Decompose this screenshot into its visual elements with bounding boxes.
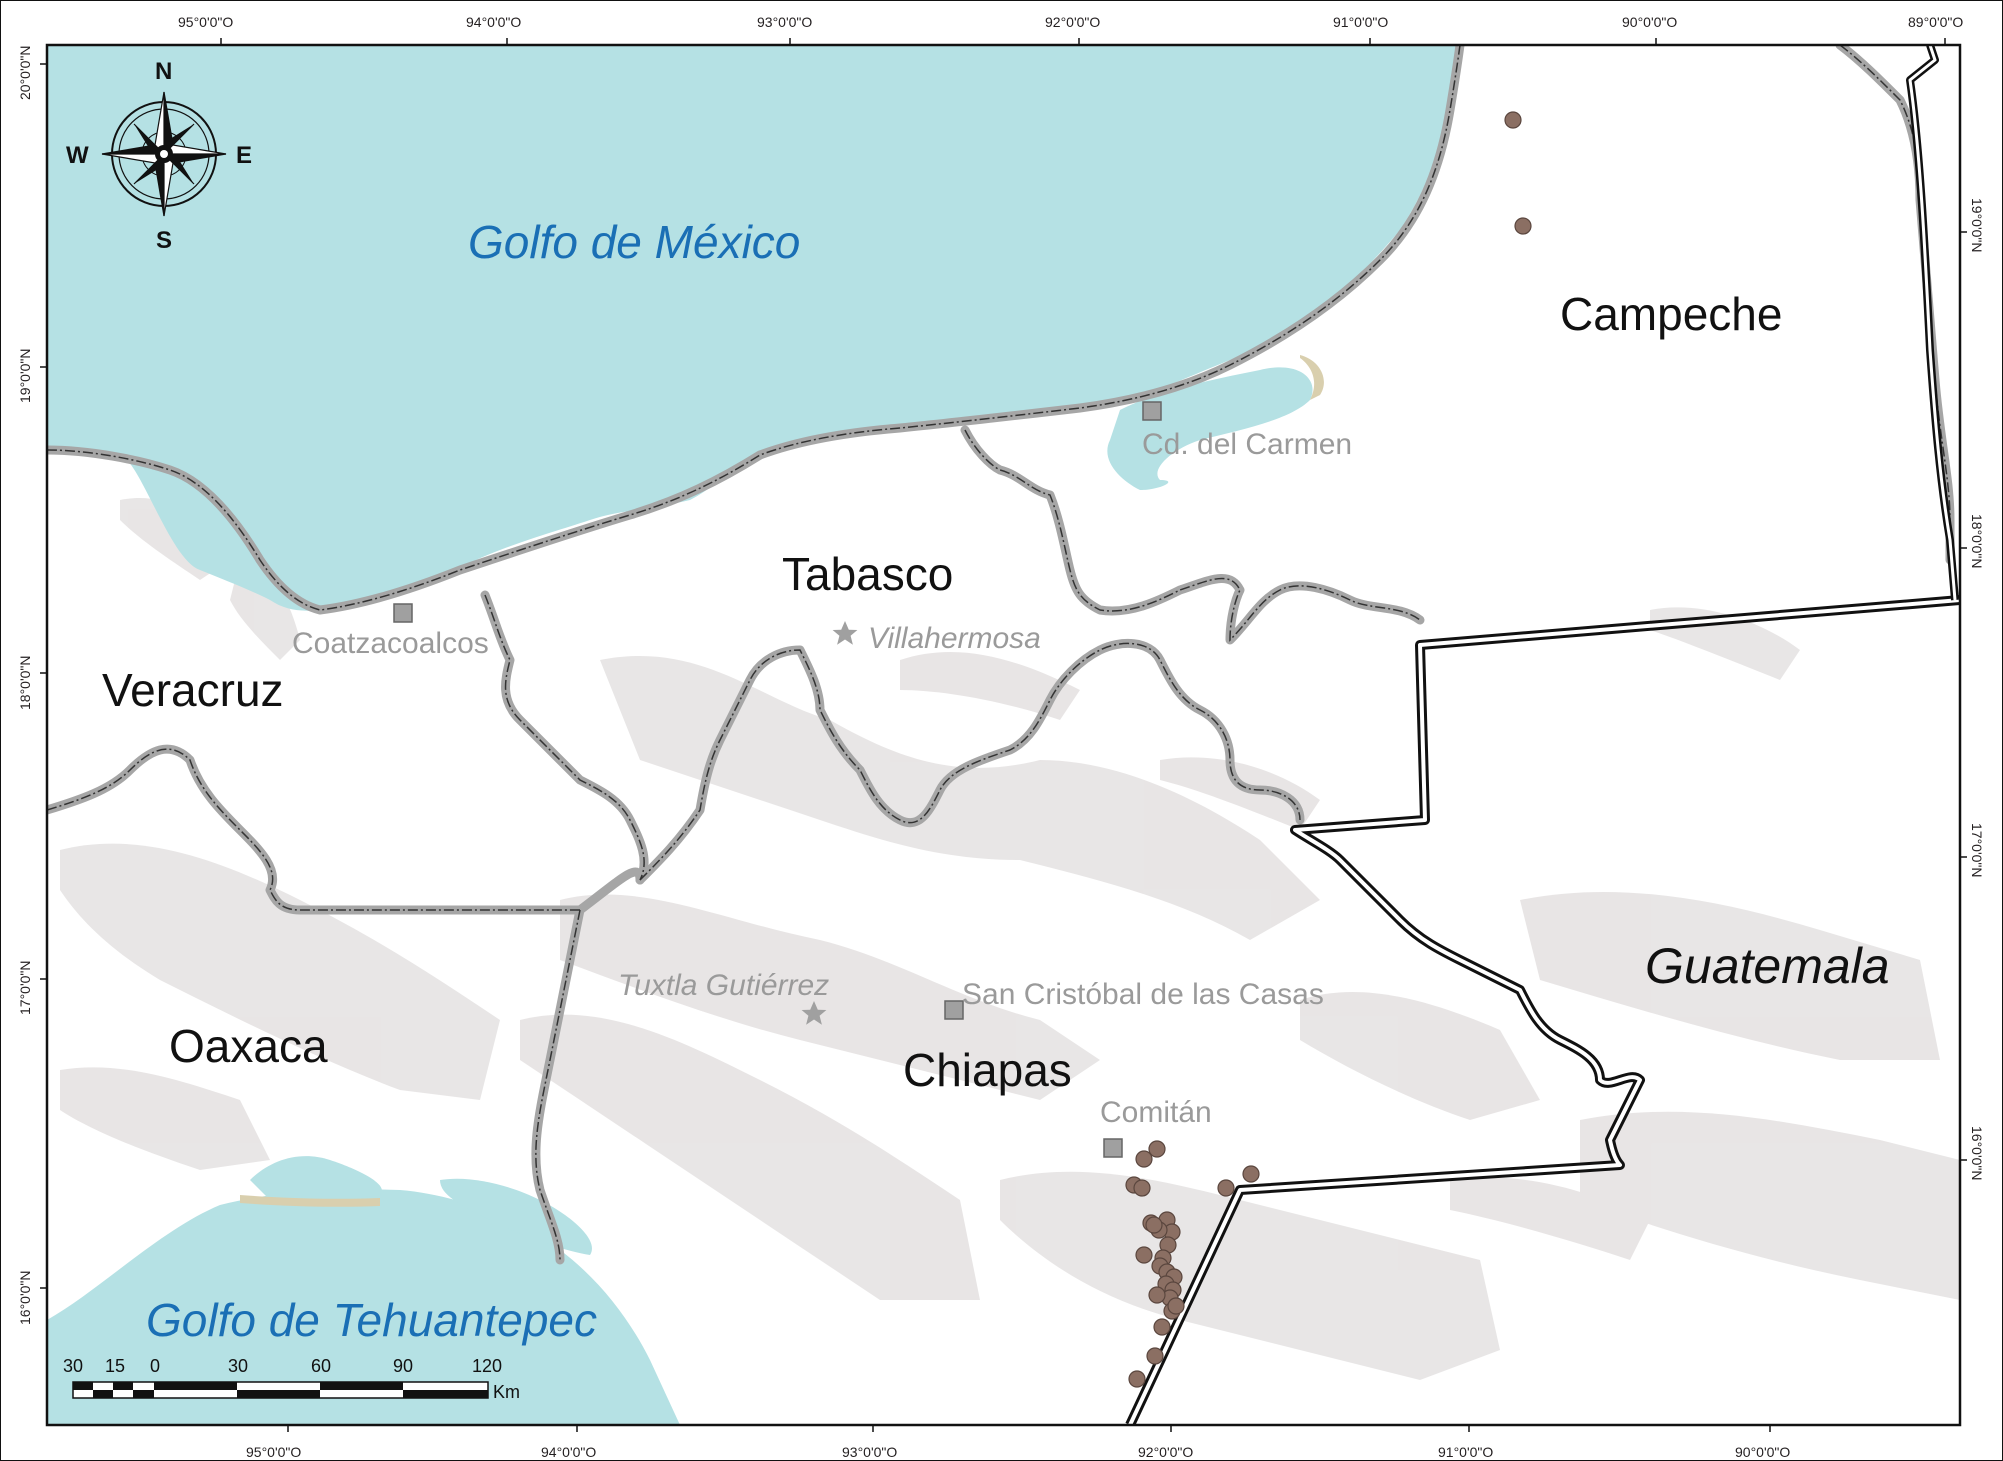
top-tick-label: 93°0'0"O: [757, 14, 812, 30]
bottom-tick-label: 90°0'0"O: [1735, 1444, 1790, 1460]
city-label-san-cristobal: San Cristóbal de las Casas: [962, 978, 1324, 1011]
top-tick-label: 91°0'0"O: [1333, 14, 1388, 30]
city-label-cd-carmen: Cd. del Carmen: [1142, 428, 1352, 461]
map-frame-border: [45, 43, 1962, 1427]
scale-bar: 30 15 0 30 60 90 120 Km: [63, 1356, 520, 1402]
star-icon: [832, 621, 858, 645]
left-tick-label: 16°0'0"N: [17, 1271, 33, 1326]
left-tick-label: 17°0'0"N: [17, 961, 33, 1016]
state-label-veracruz: Veracruz: [102, 664, 284, 716]
city-marker-coatzacoalcos: [393, 603, 413, 623]
right-tick-label: 17°0'0"N: [1969, 823, 1985, 878]
top-tick-label: 90°0'0"O: [1622, 14, 1677, 30]
occurrence-point: [1128, 1370, 1146, 1388]
capital-label-villahermosa: Villahermosa: [868, 622, 1041, 655]
occurrence-point: [1217, 1179, 1235, 1197]
capital-label-tuxtla: Tuxtla Gutiérrez: [618, 969, 829, 1002]
left-tick-label: 19°0'0"N: [17, 349, 33, 404]
occurrence-point: [1148, 1140, 1166, 1158]
laguna-terminos: [1107, 367, 1313, 490]
laguna-shore: [1300, 355, 1324, 400]
gulf-mexico-label: Golfo de México: [468, 216, 800, 268]
left-tick-label: 20°0'0"N: [17, 46, 33, 101]
occurrence-point: [1135, 1150, 1153, 1168]
gulf-of-mexico-water: [47, 45, 1458, 611]
scale-label: 90: [393, 1356, 413, 1376]
top-tick-label: 92°0'0"O: [1045, 14, 1100, 30]
occurrence-point: [1514, 217, 1532, 235]
scale-label: 120: [472, 1356, 502, 1376]
occurrence-point: [1145, 1216, 1163, 1234]
scale-label: 60: [311, 1356, 331, 1376]
scale-label: 30: [63, 1356, 83, 1376]
country-label-guatemala: Guatemala: [1645, 938, 1890, 994]
graticule-left-ticks: [40, 63, 47, 1289]
occurrence-point: [1146, 1347, 1164, 1365]
state-label-tabasco: Tabasco: [782, 548, 953, 600]
oaxaca-lagoon-shore: [240, 1195, 380, 1207]
occurrence-point: [1148, 1286, 1166, 1304]
map-content: [47, 45, 1960, 1425]
right-tick-label: 18°0'0"N: [1969, 514, 1985, 569]
city-label-coatzacoalcos: Coatzacoalcos: [292, 627, 489, 660]
state-label-oaxaca: Oaxaca: [169, 1020, 328, 1072]
capital-markers: [801, 621, 858, 1025]
compass-w: W: [66, 142, 89, 169]
compass-n: N: [155, 58, 172, 85]
bottom-tick-label: 92°0'0"O: [1138, 1444, 1193, 1460]
graticule-right-ticks: [1960, 231, 1967, 1161]
city-marker-comitan: [1103, 1138, 1123, 1158]
scale-unit: Km: [493, 1382, 520, 1402]
scale-label: 0: [150, 1356, 160, 1376]
star-icon: [801, 1001, 827, 1025]
bottom-tick-label: 91°0'0"O: [1438, 1444, 1493, 1460]
compass-s: S: [156, 227, 172, 254]
terrain-relief: [60, 498, 1960, 1380]
graticule-top-ticks: [220, 38, 1946, 45]
state-label-campeche: Campeche: [1560, 288, 1782, 340]
bottom-tick-label: 94°0'0"O: [541, 1444, 596, 1460]
compass-rose: N S E W: [66, 58, 252, 254]
city-markers: [393, 401, 1162, 1158]
state-label-chiapas: Chiapas: [903, 1044, 1072, 1096]
oaxaca-lagoon-1: [250, 1156, 382, 1200]
city-marker-san-cristobal: [944, 1000, 964, 1020]
right-tick-label: 16°0'0"N: [1969, 1126, 1985, 1181]
gulf-tehuantepec-label: Golfo de Tehuantepec: [146, 1294, 597, 1346]
occurrence-point: [1135, 1246, 1153, 1264]
international-border: [1125, 45, 1960, 1425]
city-label-comitan: Comitán: [1100, 1096, 1212, 1129]
occurrence-point: [1504, 111, 1522, 129]
occurrence-point: [1153, 1318, 1171, 1336]
top-tick-label: 94°0'0"O: [466, 14, 521, 30]
state-borders-inner: [47, 45, 1951, 1261]
graticule-bottom-ticks: [287, 1425, 1771, 1432]
top-tick-label: 95°0'0"O: [178, 14, 233, 30]
compass-e: E: [236, 142, 252, 169]
bottom-tick-label: 93°0'0"O: [842, 1444, 897, 1460]
occurrence-point: [1133, 1179, 1151, 1197]
bottom-tick-label: 95°0'0"O: [246, 1444, 301, 1460]
city-marker-cd-carmen: [1142, 401, 1162, 421]
occurrence-point: [1242, 1165, 1260, 1183]
scale-label: 30: [228, 1356, 248, 1376]
left-tick-label: 18°0'0"N: [17, 656, 33, 711]
right-tick-label: 19°0'0"N: [1969, 198, 1985, 253]
scale-label: 15: [105, 1356, 125, 1376]
occurrence-point: [1167, 1297, 1185, 1315]
occurrence-points: [1125, 111, 1532, 1388]
top-tick-label: 89°0'0"O: [1908, 14, 1963, 30]
gulf-of-tehuantepec-water: [47, 1189, 680, 1425]
